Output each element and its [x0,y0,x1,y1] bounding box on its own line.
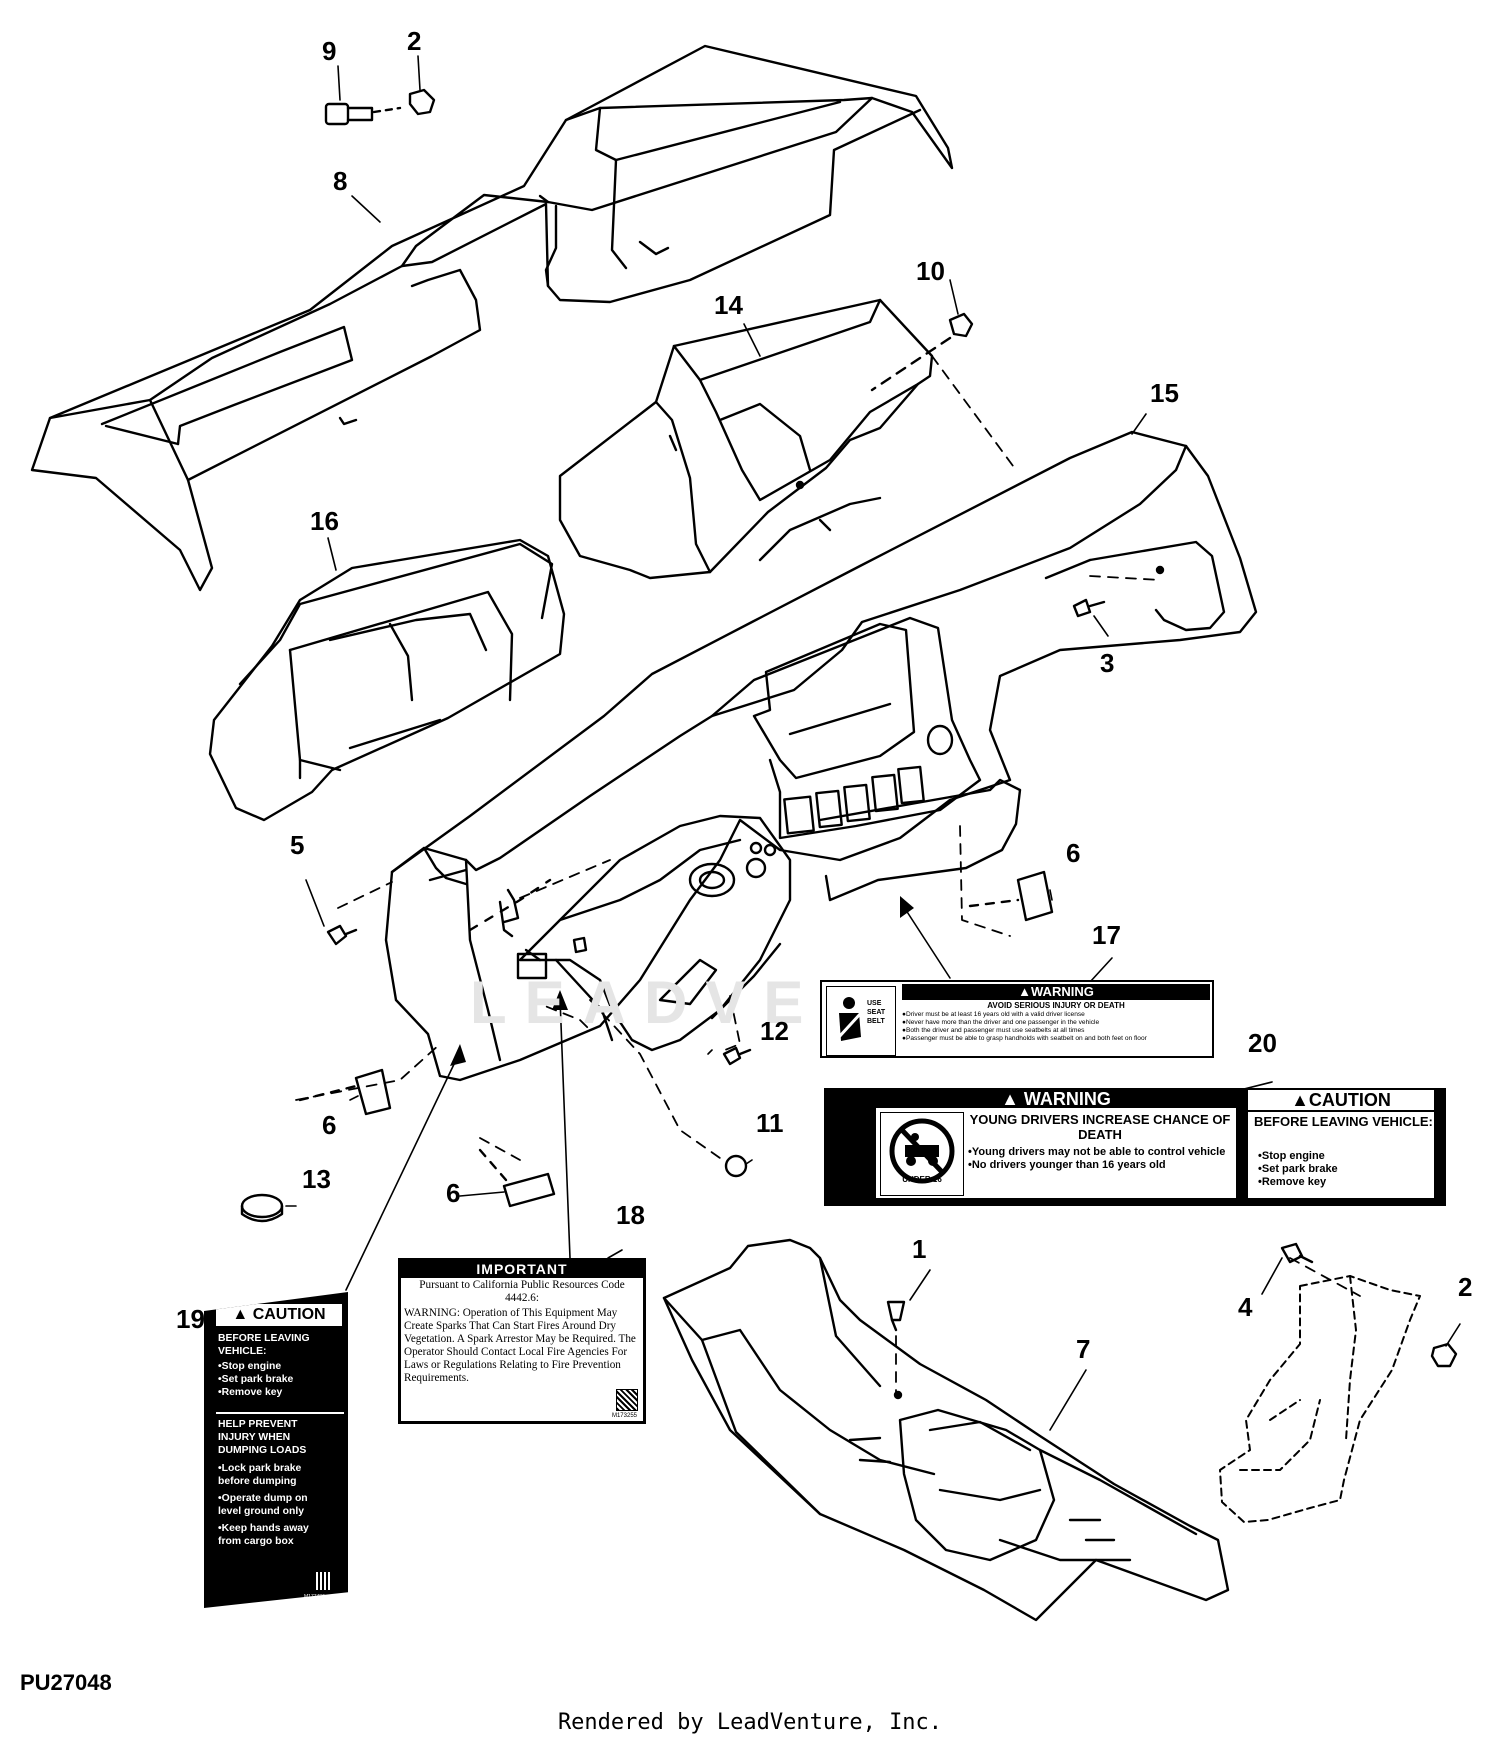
decal-20-warning-title: YOUNG DRIVERS INCREASE CHANCE OF DEATH [969,1112,1231,1142]
decal-20-caution-pane: BEFORE LEAVING VEHICLE: Stop engine Set … [1248,1112,1434,1198]
callout-3: 3 [1100,648,1115,678]
list-item: Set park brake [218,1373,338,1386]
part-3-screw [1072,565,1165,618]
decal-19-title1: BEFORE LEAVING VEHICLE: [218,1333,310,1357]
qr-code-icon [616,1389,638,1411]
list-item: Never have more than the driver and one … [902,1019,1147,1027]
decal-19-list2: Lock park brake before dumping Operate d… [218,1462,310,1548]
callout-12: 12 [760,1016,789,1046]
seatbelt-icon [837,997,863,1041]
callout-6: 6 [446,1178,461,1208]
callout-6: 6 [1066,838,1081,868]
part-9-stud [324,102,402,126]
list-item: Remove key [218,1386,338,1399]
callout-13: 13 [302,1164,331,1194]
callout-1: 1 [912,1234,927,1264]
use-seat-belt-text: USE SEAT BELT [867,1000,886,1025]
decal-20-warning-pane: UNDER 16 YOUNG DRIVERS INCREASE CHANCE O… [876,1108,1236,1198]
decal-20-warning-caution: ▲ WARNING UNDER 16 YOUNG DRIVERS INCREAS… [824,1088,1446,1206]
decal-20-warning-header: ▲ WARNING [1001,1089,1111,1109]
callout-5: 5 [290,830,305,860]
part-1-pushpin [886,1300,906,1332]
callout-8: 8 [333,166,348,196]
part-15-dashboard [384,430,1258,1082]
part-8-upper-dash-panel [30,44,954,592]
callout-14: 14 [714,290,743,320]
callout-7: 7 [1076,1334,1091,1364]
list-item: Young drivers may not be able to control… [968,1146,1232,1159]
decal-18-important-spark-arrestor: IMPORTANT Pursuant to California Public … [398,1258,646,1424]
decal-19-title2: HELP PREVENT INJURY WHEN DUMPING LOADS [218,1419,307,1456]
decal-18-body: WARNING: Operation of This Equipment May… [404,1307,636,1384]
callout-4: 4 [1238,1292,1253,1322]
list-item: Stop engine [1258,1150,1338,1163]
diagram-part-code: PU27048 [20,1670,112,1695]
part-12-screw [722,1046,752,1066]
part-5-screw [326,924,358,946]
callout-9: 9 [322,36,337,66]
part-13-plug [240,1193,284,1223]
arrowheads [450,896,914,1066]
callout-17: 17 [1092,920,1121,950]
part-10-clip [870,312,974,392]
part-14-glove-box [558,298,934,580]
decal-17-list: Driver must be at least 16 years old wit… [902,1011,1147,1043]
list-item: Lock park brake before dumping [218,1462,310,1488]
decal-17-header: ▲WARNING [902,984,1210,1000]
decal-20-caution-list: Stop engine Set park brake Remove key [1258,1150,1338,1189]
list-item: Stop engine [218,1360,338,1373]
callout-6: 6 [322,1110,337,1140]
list-item: Driver must be at least 16 years old wit… [902,1011,1147,1019]
callout-18: 18 [616,1200,645,1230]
list-item: Operate dump on level ground only [218,1492,310,1518]
callout-15: 15 [1150,378,1179,408]
part-6-cap [298,870,1054,1208]
decal-19-caution-dump: ▲ CAUTION BEFORE LEAVING VEHICLE: Stop e… [204,1292,348,1608]
decal-20-caution-header: ▲CAUTION [1248,1090,1434,1110]
callout-19: 19 [176,1304,205,1334]
decal-19-header: ▲ CAUTION [216,1304,342,1326]
callout-10: 10 [916,256,945,286]
prohibition-icon [889,1118,955,1184]
decal-19-divider [216,1412,344,1414]
render-credit: Rendered by LeadVenture, Inc. [557,1710,943,1735]
decal-17-subtitle: AVOID SERIOUS INJURY OR DEATH [987,1001,1125,1010]
part-2-nut-top [408,88,436,116]
part-11-plug [724,1154,748,1178]
part-7-center-console [662,1238,1230,1622]
decal-18-header: IMPORTANT [401,1261,643,1278]
callout-2: 2 [407,26,422,56]
decal-18-code: M173255 [611,1413,637,1419]
no-young-drivers-pictogram: UNDER 16 [880,1112,964,1196]
part-16-instrument-housing [208,538,566,822]
list-item: Both the driver and passenger must use s… [902,1027,1147,1035]
seatbelt-pictogram: USE SEAT BELT [826,986,896,1056]
callout-20: 20 [1248,1028,1277,1058]
qr-code-icon [314,1572,332,1590]
list-item: No drivers younger than 16 years old [968,1159,1232,1172]
list-item: Remove key [1258,1176,1338,1189]
decal-17-warning-seatbelt: USE SEAT BELT ▲WARNING AVOID SERIOUS INJ… [820,980,1214,1058]
decal-20-warning-list: Young drivers may not be able to control… [968,1146,1232,1172]
callout-16: 16 [310,506,339,536]
decal-20-caution-title: BEFORE LEAVING VEHICLE: [1254,1114,1433,1129]
callout-11: 11 [756,1108,784,1138]
decal-18-line1: Pursuant to California Public Resources … [419,1279,625,1304]
decal-19-list1: Stop engine Set park brake Remove key [218,1360,338,1399]
list-item: Passenger must be able to grasp handhold… [902,1035,1147,1043]
part-2-nut-bottom [1430,1342,1458,1368]
under-16-text: UNDER 16 [902,1175,942,1184]
callout-leaders [225,55,1461,1431]
phantom-bracket [1219,1275,1421,1523]
part-4-bolt [1280,1242,1314,1264]
list-item: Keep hands away from cargo box [218,1522,310,1548]
callout-2: 2 [1458,1272,1473,1302]
leader-lines [295,355,1361,1397]
list-item: Set park brake [1258,1163,1338,1176]
